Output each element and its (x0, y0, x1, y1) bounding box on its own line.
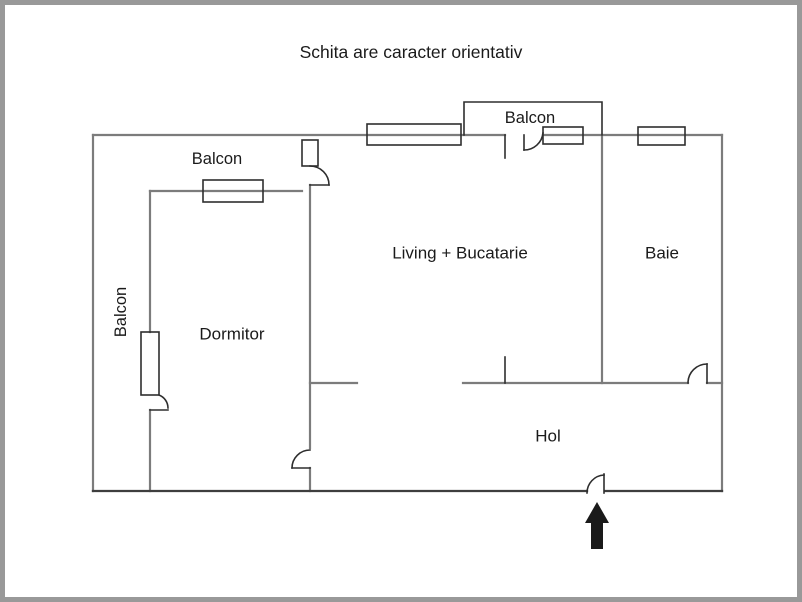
plan-symbols (140, 101, 708, 494)
window-icon-living-top (366, 123, 462, 146)
balcony-top-outline (463, 101, 603, 136)
window-icon-balcony-left (140, 331, 160, 396)
entrance-arrow-icon (585, 502, 609, 549)
window-icon-dormitor-top (202, 179, 264, 203)
room-label-balcon-left: Balcon (112, 287, 130, 337)
room-label-dormitor: Dormitor (199, 325, 265, 344)
room-label-hol: Hol (535, 427, 561, 446)
door-arc-icon-balcony-top (523, 132, 544, 151)
labels: Schita are caracter orientativ Balcon Ba… (112, 42, 679, 446)
room-label-living: Living + Bucatarie (392, 244, 528, 263)
door-arc-icon-living-balcony (309, 165, 330, 186)
door-panel-icon-living-balcony (301, 139, 319, 167)
door-arc-icon-baie (687, 363, 708, 384)
apartment-walls (91, 133, 724, 493)
room-label-balcon-top-left: Balcon (192, 150, 242, 168)
door-arc-icon-dormitor (291, 449, 311, 469)
window-icon-baie (637, 126, 686, 146)
page-title: Schita are caracter orientativ (300, 42, 523, 62)
room-label-baie: Baie (645, 244, 679, 263)
door-arc-icon-entrance (586, 474, 605, 494)
room-label-balcon-top-center: Balcon (505, 109, 555, 127)
door-arc-icon-balcony-left (157, 393, 169, 409)
